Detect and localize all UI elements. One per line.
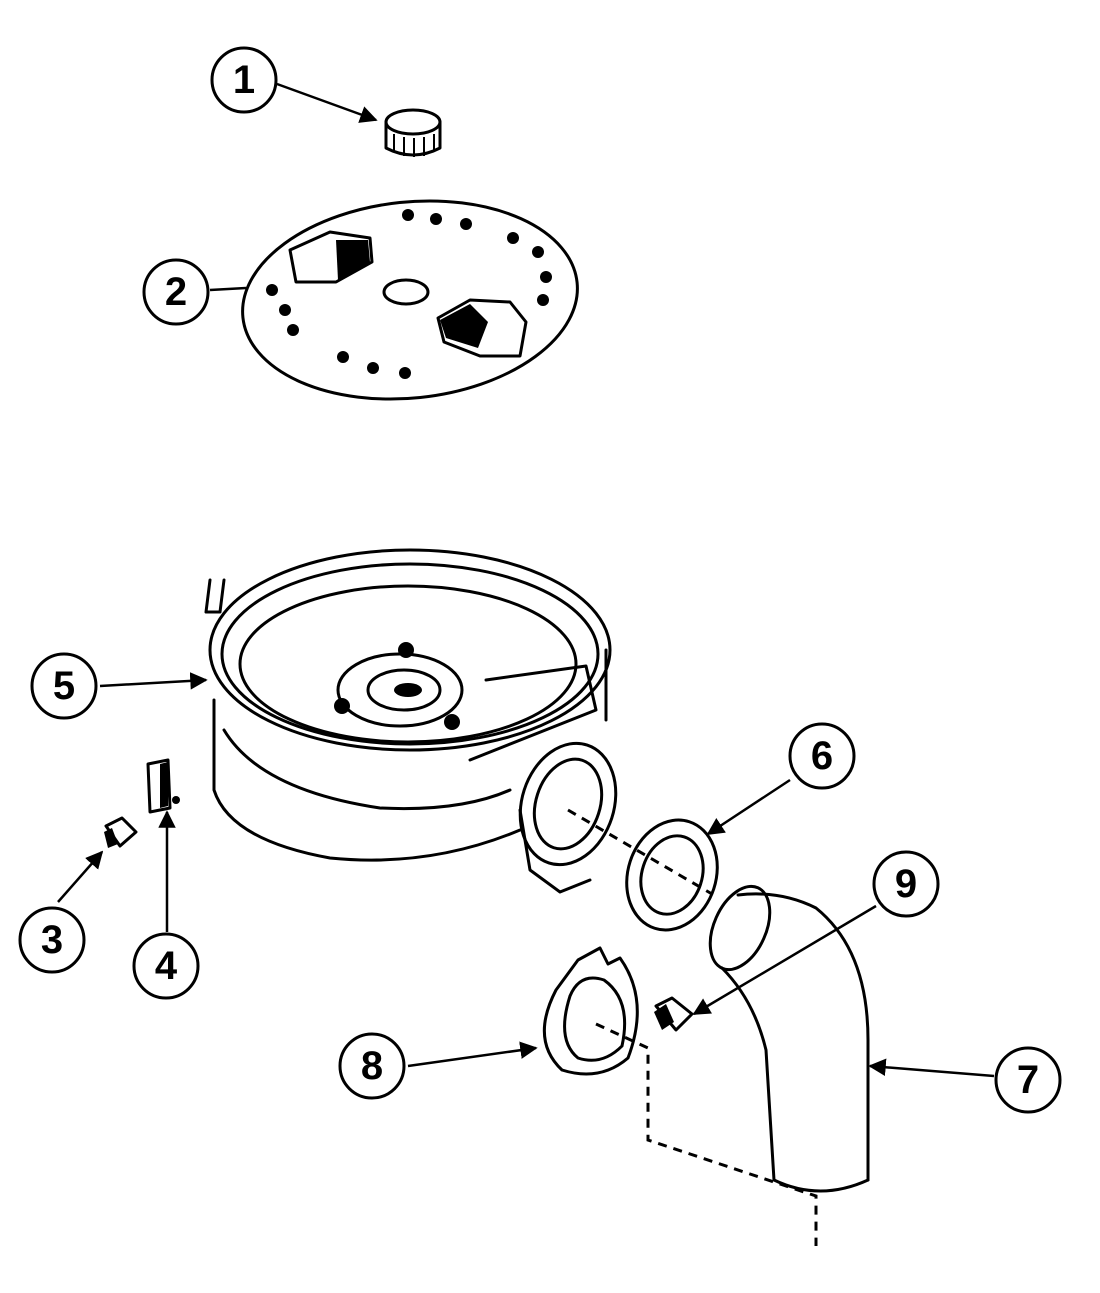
part-screw-small [104,816,138,848]
callout-8: 8 [338,1032,406,1100]
part-drain-hose [708,884,870,1193]
leader-2 [209,286,247,292]
callout-1-label: 1 [233,58,255,102]
part-sump-outlet [518,741,618,894]
callout-1: 1 [210,46,278,114]
callout-4-label: 4 [155,944,178,988]
callout-4: 4 [132,932,200,1000]
leader-6 [706,778,791,836]
part-clip [146,758,180,814]
part-filter-disc [241,199,579,401]
callout-7: 7 [994,1046,1062,1114]
leader-3 [57,850,104,903]
callout-6-label: 6 [811,734,833,778]
leader-lines [57,82,995,1078]
assembly-axis-bracket [595,1022,818,1246]
callout-5: 5 [30,652,98,720]
leader-9 [692,904,877,1016]
part-sump-housing [204,548,612,862]
callout-3-label: 3 [41,918,63,962]
part-hose-bracket [542,946,639,1076]
callout-2-label: 2 [165,270,187,314]
leader-1 [276,82,378,123]
callout-6: 6 [788,722,856,790]
callout-9: 9 [872,850,940,918]
callout-2: 2 [142,258,210,326]
callout-3: 3 [18,906,86,974]
leader-8 [407,1041,538,1068]
assembly-axis-outlet [567,808,713,896]
part-screw-hose [654,996,694,1032]
callout-5-label: 5 [53,664,75,708]
part-gasket-ring [625,818,719,932]
leader-5 [99,672,208,690]
callout-9-label: 9 [895,862,917,906]
callout-8-label: 8 [361,1044,383,1088]
callout-7-label: 7 [1017,1058,1039,1102]
part-cap [384,108,442,157]
leader-7 [868,1058,995,1078]
